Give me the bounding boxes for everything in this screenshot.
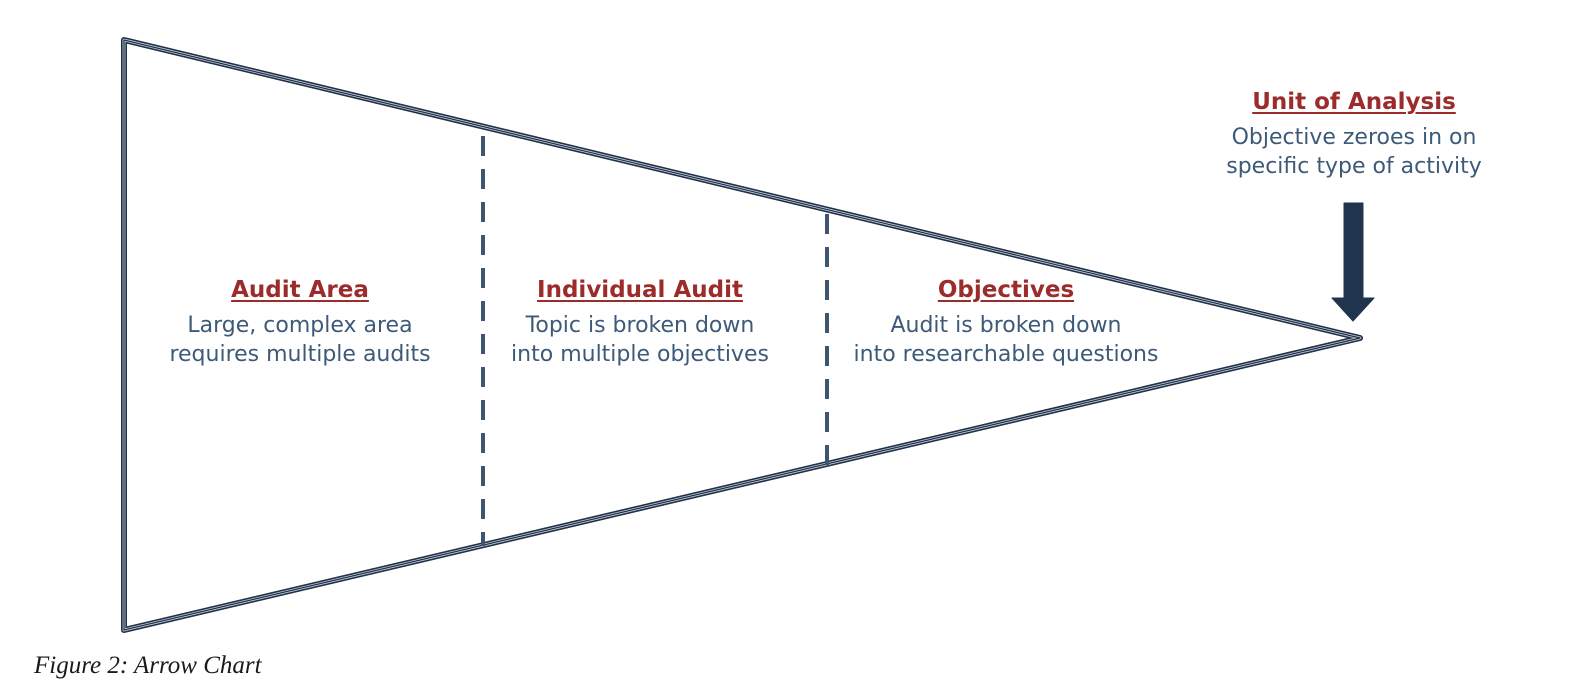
down-arrow-icon [1331, 202, 1375, 322]
funnel-triangle-inner-line [123, 39, 1361, 631]
callout-description: Objective zeroes in on specific type of … [1226, 123, 1482, 181]
section-title: Audit Area [231, 277, 369, 303]
section-description: Large, complex area requires multiple au… [169, 311, 430, 369]
section-description: Audit is broken down into researchable q… [854, 311, 1159, 369]
section-description-line1: Large, complex area [187, 313, 413, 338]
section-description-line2: into multiple objectives [511, 342, 769, 367]
section-description-line1: Topic is broken down [525, 313, 755, 338]
callout-description-line2: specific type of activity [1226, 154, 1482, 179]
callout-title: Unit of Analysis [1252, 89, 1456, 115]
section-title: Individual Audit [537, 277, 743, 303]
section-description-line1: Audit is broken down [890, 313, 1122, 338]
section-description: Topic is broken down into multiple objec… [511, 311, 769, 369]
section-title: Objectives [937, 277, 1075, 303]
section-audit-area: Audit Area Large, complex area requires … [169, 276, 430, 369]
section-objectives: Objectives Audit is broken down into res… [854, 276, 1159, 369]
callout-unit-of-analysis: Unit of Analysis Objective zeroes in on … [1226, 88, 1482, 181]
section-description-line2: requires multiple audits [169, 342, 431, 367]
figure-caption: Figure 2: Arrow Chart [34, 652, 262, 679]
section-individual-audit: Individual Audit Topic is broken down in… [511, 276, 769, 369]
section-description-line2: into researchable questions [853, 342, 1159, 367]
callout-description-line1: Objective zeroes in on [1231, 125, 1477, 150]
